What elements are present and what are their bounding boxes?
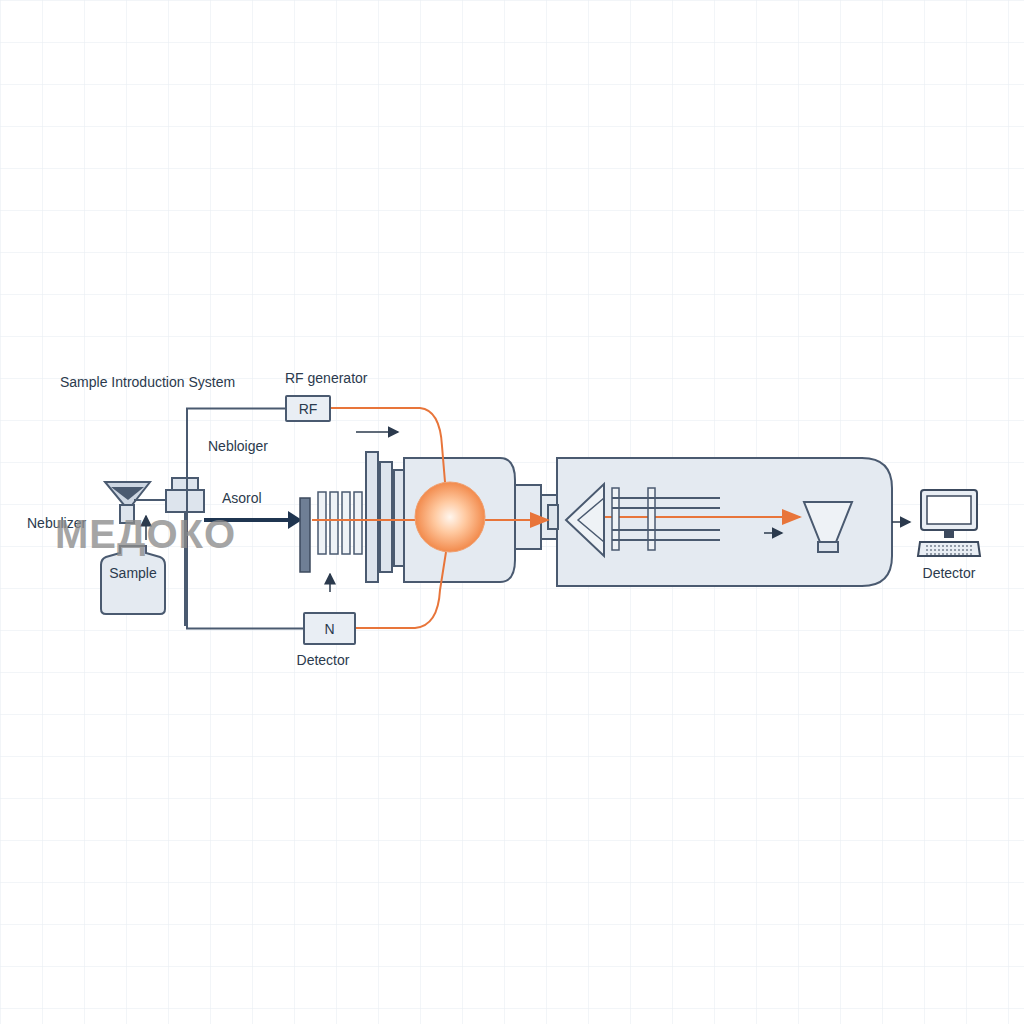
computer-outline — [918, 488, 980, 558]
part-label: Nebloiger — [208, 438, 268, 454]
rf-box: RF generatorRF — [285, 395, 331, 422]
n-box: NDetector — [303, 612, 356, 645]
node-label: RF — [299, 401, 318, 417]
watermark: МЕДОКО — [55, 512, 236, 557]
system-label: Sample Introduction System — [60, 374, 235, 390]
node-label: Sample — [109, 565, 156, 581]
node-label: N — [324, 621, 334, 637]
node-heading: RF generator — [285, 370, 367, 386]
computer-icon: Detector — [918, 488, 980, 558]
node-caption: Detector — [923, 565, 976, 581]
node-caption: Detector — [297, 652, 350, 668]
part-label: Asorol — [222, 490, 262, 506]
